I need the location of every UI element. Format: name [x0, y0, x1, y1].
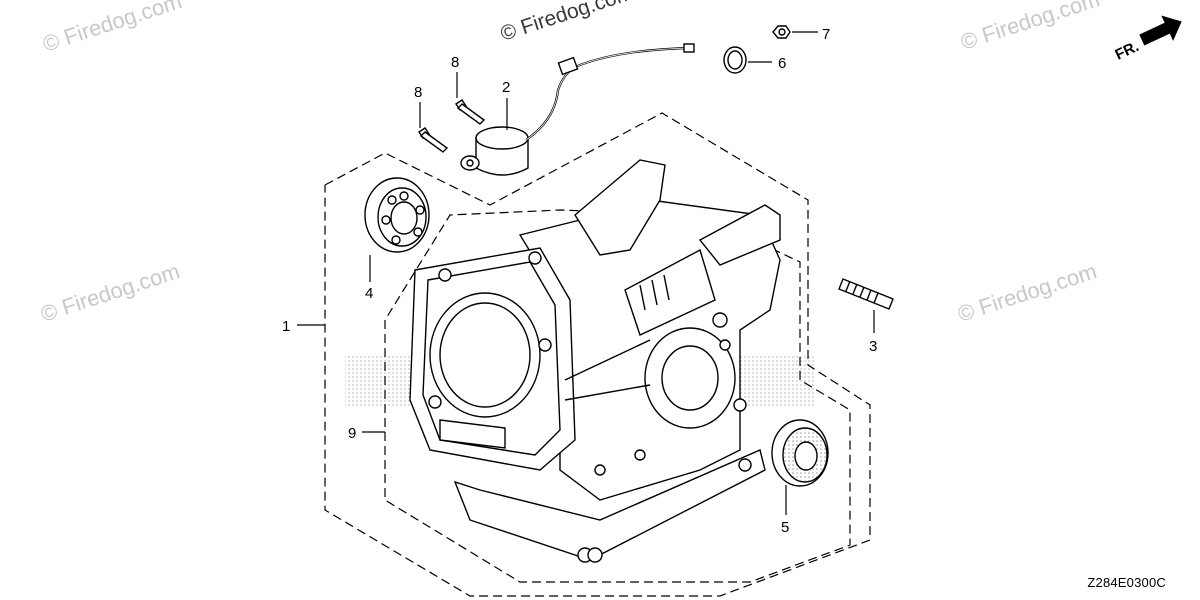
- leader-lines: [297, 31, 875, 515]
- o-ring: [723, 46, 747, 74]
- crankcase-block: [409, 159, 781, 563]
- callout-2: 2: [502, 79, 510, 96]
- oil-seal: [771, 419, 829, 487]
- callout-1: 1: [282, 318, 290, 335]
- assembly-outline-1: [324, 112, 871, 597]
- front-arrow-icon: [1139, 15, 1182, 46]
- front-direction-label: FR.: [1113, 38, 1142, 64]
- callout-3: 3: [869, 338, 877, 355]
- flange-bolts: [418, 99, 486, 153]
- callout-8-upper: 8: [451, 54, 459, 71]
- front-direction-indicator: FR.: [1113, 15, 1182, 64]
- assembly-outline-9: [384, 209, 851, 583]
- callout-7: 7: [822, 26, 830, 43]
- callout-8-lower: 8: [414, 84, 422, 101]
- bearing: [364, 177, 430, 253]
- nut: [772, 25, 791, 39]
- diagram-code: Z284E0300C: [1087, 575, 1166, 590]
- callout-9: 9: [348, 425, 356, 442]
- oil-level-switch: [460, 43, 695, 176]
- callout-6: 6: [778, 55, 786, 72]
- callout-4: 4: [365, 285, 373, 302]
- stud: [838, 278, 894, 310]
- callout-5: 5: [781, 519, 789, 536]
